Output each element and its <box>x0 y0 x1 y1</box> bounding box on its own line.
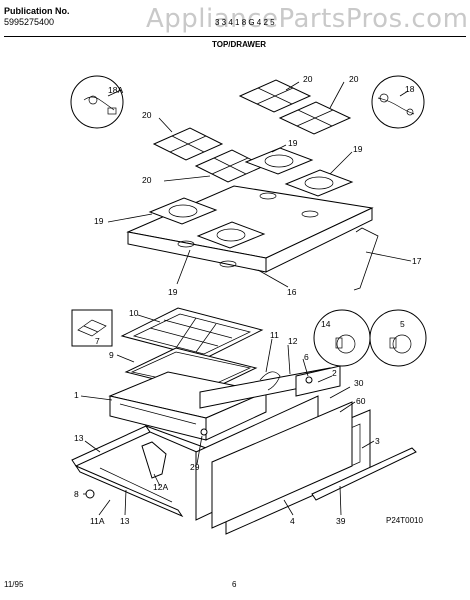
callout-20: 20 <box>142 175 152 185</box>
callout-4: 4 <box>290 516 295 526</box>
callout-8: 8 <box>74 489 79 499</box>
callout-18: 18 <box>405 84 415 94</box>
callout-1: 1 <box>74 390 79 400</box>
diagram-code: P24T0010 <box>386 516 423 525</box>
drawer-inner-panel <box>211 401 353 529</box>
drawer-rail <box>71 425 207 518</box>
callout-19: 19 <box>353 144 363 154</box>
watermark: AppliancePartsPros.com <box>146 4 469 34</box>
leader-lines-bottom <box>80 314 375 516</box>
callout-20: 20 <box>142 110 152 120</box>
leader-lines-top <box>107 81 412 288</box>
broiler-insert <box>120 307 264 359</box>
callout-12: 12 <box>288 336 298 346</box>
callout-19: 19 <box>168 287 178 297</box>
callout-29: 29 <box>190 462 200 472</box>
detail-circle-18 <box>371 75 425 129</box>
grate-left-2 <box>194 149 266 183</box>
detail-circle-18a <box>70 75 124 129</box>
callout-5: 5 <box>400 319 405 329</box>
cooktop <box>126 147 374 273</box>
screw-8 <box>85 489 95 499</box>
header-rule <box>4 36 466 37</box>
detail-circle-14 <box>313 309 371 367</box>
callout-12a: 12A <box>153 482 168 492</box>
detail-box-7 <box>71 309 113 347</box>
callout-18a: 18A <box>108 85 123 95</box>
callout-7: 7 <box>95 336 100 346</box>
callout-30: 30 <box>354 378 364 388</box>
callout-2: 2 <box>332 368 337 378</box>
grate-top-right-1 <box>238 79 312 113</box>
callout-19: 19 <box>288 138 298 148</box>
callout-60: 60 <box>356 396 366 406</box>
callout-14: 14 <box>321 319 331 329</box>
grate-left-1 <box>152 127 224 161</box>
callout-39: 39 <box>336 516 346 526</box>
page-number: 6 <box>232 580 237 589</box>
callout-13: 13 <box>74 433 84 443</box>
section-title: TOP/DRAWER <box>212 40 267 49</box>
drawer-handle <box>311 447 417 501</box>
screw-29 <box>200 428 208 436</box>
callout-10: 10 <box>129 308 139 318</box>
callout-9: 9 <box>109 350 114 360</box>
callout-11a: 11A <box>90 516 105 526</box>
drawer-frame <box>108 371 268 441</box>
screw-6 <box>305 376 313 384</box>
footer-date: 11/95 <box>4 580 24 589</box>
callout-6: 6 <box>304 352 309 362</box>
wire-11 <box>259 371 281 391</box>
grate-top-right-2 <box>278 101 352 135</box>
callout-13: 13 <box>120 516 130 526</box>
bracket-12a <box>141 441 167 479</box>
callout-11: 11 <box>270 330 279 340</box>
support-rod <box>353 227 379 291</box>
callout-20: 20 <box>303 74 313 84</box>
model-number: 3 3 4 1 8 G 4 2 5 <box>215 18 275 27</box>
detail-circle-5 <box>369 309 427 367</box>
callout-3: 3 <box>375 436 380 446</box>
callout-19: 19 <box>94 216 104 226</box>
callout-16: 16 <box>287 287 297 297</box>
callout-17: 17 <box>412 256 422 266</box>
publication-number: 5995275400 <box>4 17 55 27</box>
callout-20: 20 <box>349 74 359 84</box>
publication-label: Publication No. <box>4 6 70 16</box>
